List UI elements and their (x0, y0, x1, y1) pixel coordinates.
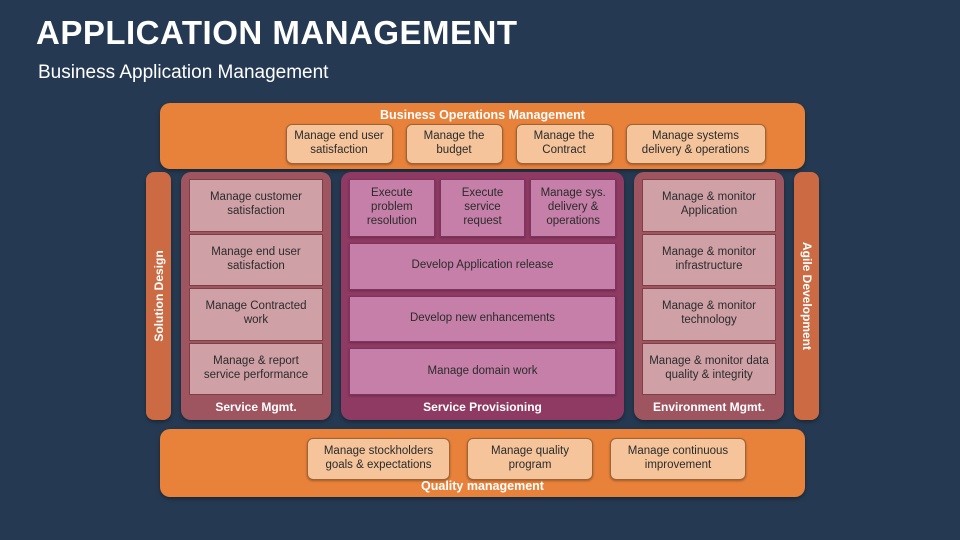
service-mgmt-tile-stack: Manage customer satisfaction Manage end … (189, 179, 323, 395)
tile-develop-new-enhancements[interactable]: Develop new enhancements (349, 295, 616, 343)
tile-manage-stockholders-goals-expectations[interactable]: Manage stockholders goals & expectations (307, 438, 450, 480)
tile-execute-problem-resolution[interactable]: Execute problem resolution (349, 179, 435, 237)
spacer-mid-left (331, 172, 341, 420)
tile-manage-end-user-satisfaction-sm[interactable]: Manage end user satisfaction (189, 233, 323, 286)
panel-label-service-provisioning: Service Provisioning (423, 400, 542, 414)
tile-manage-monitor-data-quality-integrity[interactable]: Manage & monitor data quality & integrit… (642, 342, 776, 395)
environment-mgmt-tile-stack: Manage & monitor Application Manage & mo… (642, 179, 776, 395)
rail-label-solution-design: Solution Design (151, 250, 166, 342)
tile-manage-monitor-infrastructure[interactable]: Manage & monitor infrastructure (642, 233, 776, 286)
panel-service-provisioning: Execute problem resolution Execute servi… (341, 172, 624, 420)
panel-environment-mgmt: Manage & monitor Application Manage & mo… (634, 172, 784, 420)
panel-label-environment-mgmt: Environment Mgmt. (652, 400, 765, 414)
tile-manage-monitor-technology[interactable]: Manage & monitor technology (642, 288, 776, 341)
band-label-quality-management: Quality management (421, 479, 544, 493)
tile-manage-end-user-satisfaction[interactable]: Manage end user satisfaction (285, 124, 393, 164)
tile-manage-systems-delivery-operations[interactable]: Manage systems delivery & operations (625, 124, 766, 164)
tile-manage-sys-delivery-operations[interactable]: Manage sys. delivery & operations (530, 179, 617, 237)
tile-manage-contracted-work[interactable]: Manage Contracted work (189, 288, 323, 341)
business-operations-management-band: Business Operations Management Manage en… (160, 103, 805, 169)
middle-row: Solution Design Manage customer satisfac… (146, 172, 821, 420)
bottom-band-tile-group: Manage stockholders goals & expectations… (160, 438, 805, 480)
rail-solution-design[interactable]: Solution Design (146, 172, 171, 420)
quality-management-band: Manage stockholders goals & expectations… (160, 429, 805, 497)
tile-manage-report-service-performance[interactable]: Manage & report service performance (189, 342, 323, 395)
tile-manage-the-contract[interactable]: Manage the Contract (515, 124, 613, 164)
spacer-left (171, 172, 181, 420)
spacer-right (784, 172, 794, 420)
page-title: APPLICATION MANAGEMENT (36, 14, 518, 51)
top-band-tile-group: Manage end user satisfaction Manage the … (160, 124, 805, 164)
service-provisioning-tile-group: Execute problem resolution Execute servi… (349, 179, 617, 396)
tile-manage-domain-work[interactable]: Manage domain work (349, 348, 616, 396)
panel-service-mgmt: Manage customer satisfaction Manage end … (181, 172, 331, 420)
tile-execute-service-request[interactable]: Execute service request (439, 179, 526, 237)
rail-agile-development[interactable]: Agile Development (794, 172, 819, 420)
tile-manage-quality-program[interactable]: Manage quality program (467, 438, 593, 480)
tile-manage-monitor-application[interactable]: Manage & monitor Application (642, 179, 776, 232)
service-provisioning-top-row: Execute problem resolution Execute servi… (349, 179, 617, 237)
rail-label-agile-development: Agile Development (799, 241, 814, 351)
band-label-business-operations: Business Operations Management (380, 108, 585, 122)
tile-manage-continuous-improvement[interactable]: Manage continuous improvement (610, 438, 746, 480)
page-subtitle: Business Application Management (38, 62, 329, 83)
tile-develop-application-release[interactable]: Develop Application release (349, 243, 616, 290)
spacer-mid-right (624, 172, 634, 420)
tile-manage-the-budget[interactable]: Manage the budget (405, 124, 503, 164)
panel-label-service-mgmt: Service Mgmt. (215, 400, 297, 414)
tile-manage-customer-satisfaction[interactable]: Manage customer satisfaction (189, 179, 323, 232)
